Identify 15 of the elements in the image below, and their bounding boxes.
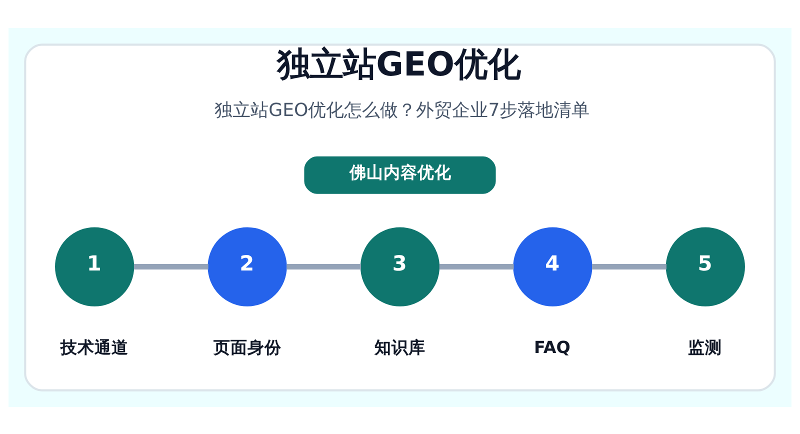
- node-circle: 4: [513, 226, 592, 306]
- node-circle: 3: [360, 226, 440, 306]
- node-label: FAQ: [534, 337, 570, 356]
- connector: [286, 264, 362, 270]
- node-circle: 2: [208, 226, 287, 306]
- node-label: 技术通道: [60, 337, 129, 356]
- node-circle: 5: [666, 226, 745, 306]
- connector: [134, 264, 208, 270]
- connector: [439, 264, 514, 270]
- node-label: 页面身份: [213, 337, 282, 356]
- connector: [592, 264, 666, 270]
- node-label: 监测: [688, 337, 722, 356]
- node-box: 佛山内容优化: [304, 156, 496, 194]
- node-label: 知识库: [374, 337, 426, 356]
- node-circle: 1: [55, 226, 134, 306]
